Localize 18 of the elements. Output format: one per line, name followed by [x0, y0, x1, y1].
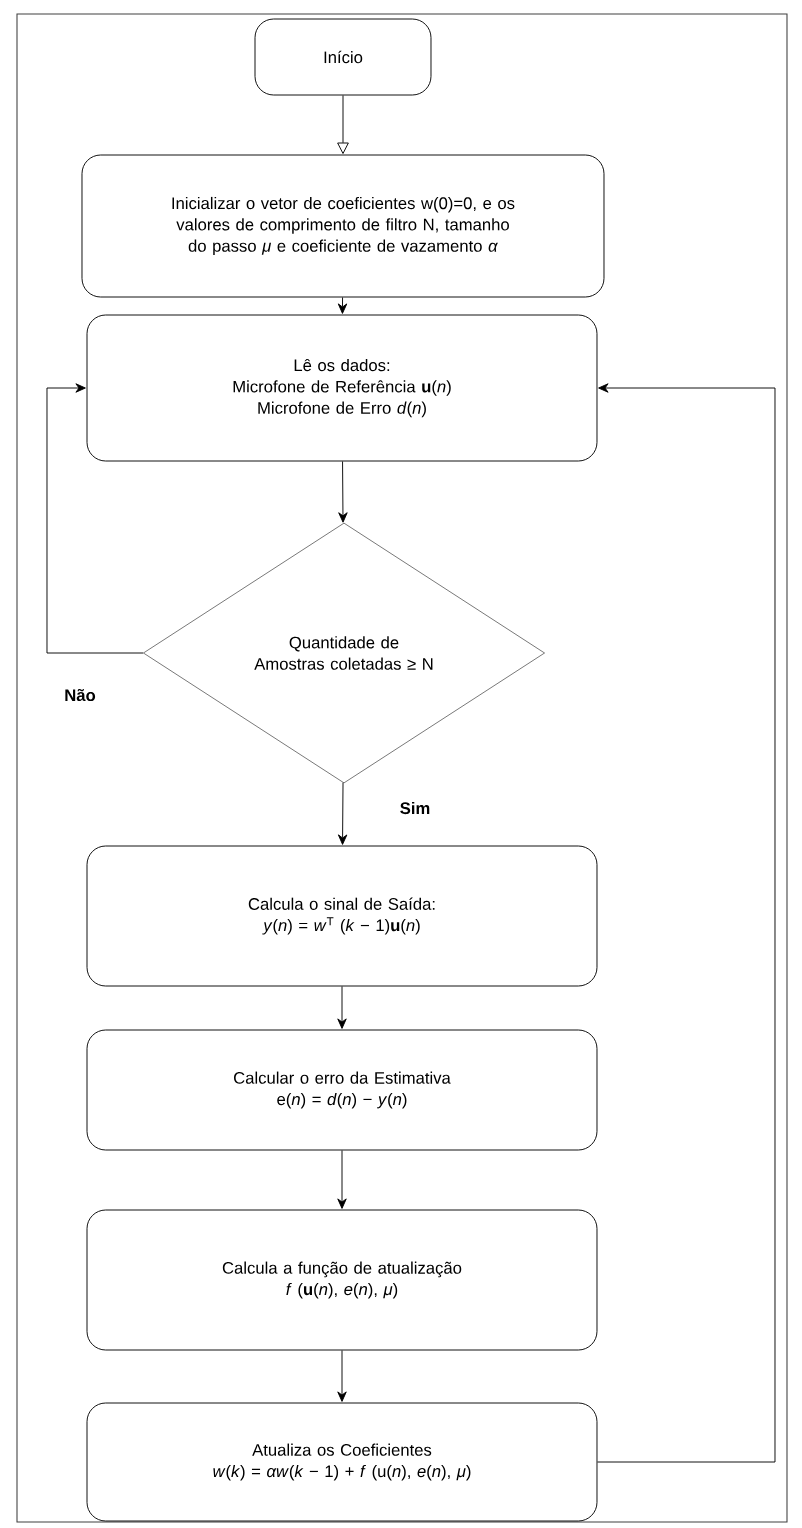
- arrow: [337, 1150, 347, 1209]
- arrow: [337, 782, 348, 845]
- arrow: [46, 383, 144, 654]
- start-box: Início: [254, 18, 432, 96]
- arrow: [337, 95, 349, 154]
- edge-label: Sim: [398, 800, 432, 816]
- arrow: [337, 986, 347, 1029]
- process-box: Calcula a função de atualização f (u(n), e(n), μ): [86, 1209, 598, 1351]
- arrow: [597, 383, 776, 1463]
- process-box: Inicializar o vetor de coeficientes w(0)=0, e os valores de comprimento de filtro N, tamanho do passo μ e coeficiente de vazamento α: [81, 154, 605, 298]
- edge-label: Não: [62, 687, 98, 703]
- process-box: Lê os dados: Microfone de Referência u(n) Microfone de Erro d(n): [86, 314, 598, 462]
- process-box: Calcular o erro da Estimativa e(n) = d(n) − y(n): [86, 1029, 598, 1151]
- arrow: [338, 461, 348, 523]
- process-box: Calcula o sinal de Saída: y(n) = w$^{T}$ (k − 1)u(n): [86, 845, 598, 987]
- arrow: [337, 297, 348, 314]
- process-box: Atualiza os Coeficientes w(k) = αw(k − 1) + f (u(n), e(n), μ): [86, 1402, 598, 1522]
- arrow: [337, 1350, 347, 1402]
